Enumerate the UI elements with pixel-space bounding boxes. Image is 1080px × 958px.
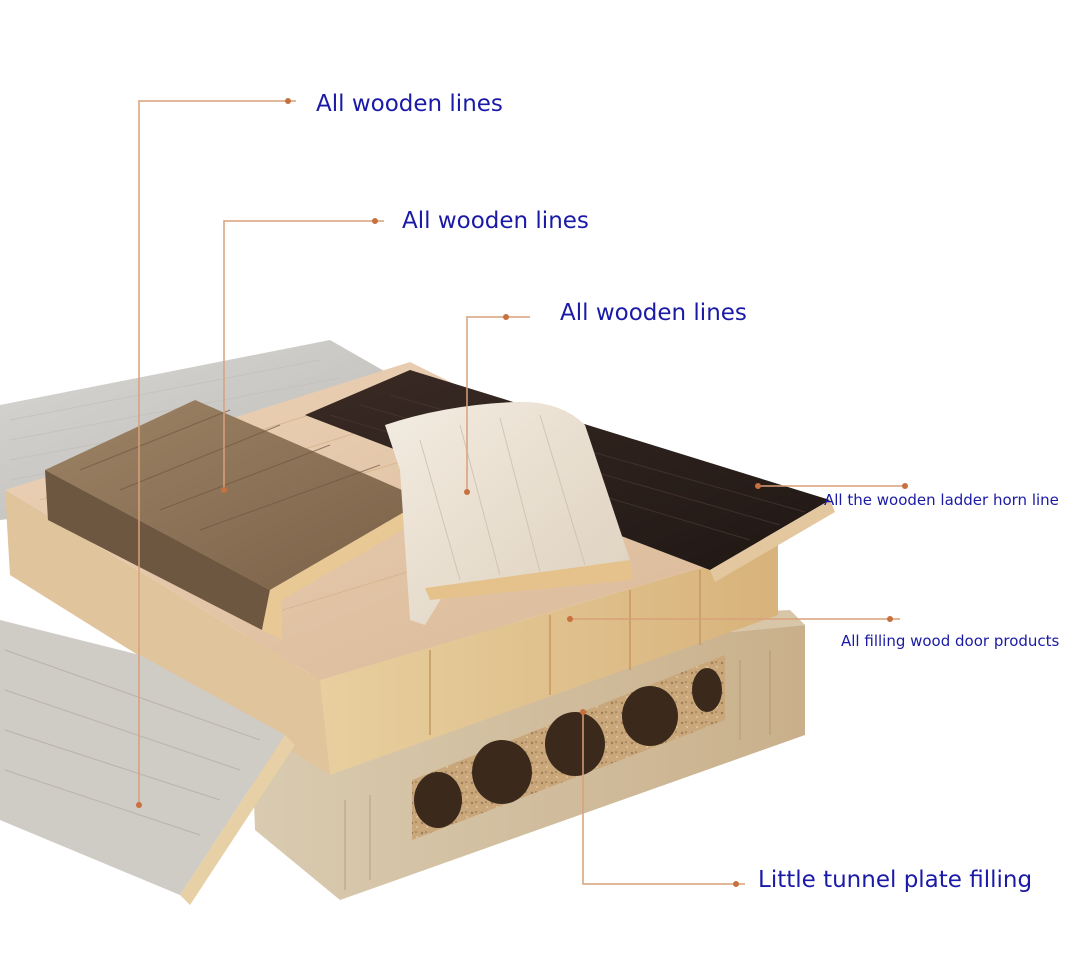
- grey-front-moulding: [0, 620, 285, 895]
- leader-dot-3b: [503, 314, 509, 320]
- callout-label-wooden-lines-1: All wooden lines: [316, 91, 503, 117]
- leader-dot-1a: [136, 802, 142, 808]
- leader-dot-5b: [887, 616, 893, 622]
- leader-dot-6b: [733, 881, 739, 887]
- leader-line-2: [223, 220, 384, 490]
- leader-dot-1b: [285, 98, 291, 104]
- grey-moulding-grain: [4, 649, 261, 836]
- cream-moulding-end: [425, 560, 632, 600]
- main-board-blocks: [429, 570, 701, 735]
- tunnel-holes: [414, 668, 722, 828]
- brown-line-front: [45, 470, 270, 630]
- cream-grain: [419, 414, 586, 581]
- leader-dot-4a: [755, 483, 761, 489]
- leader-dot-5a: [567, 616, 573, 622]
- callout-label-tunnel-plate: Little tunnel plate filling: [758, 867, 1033, 893]
- leader-dot-2b: [372, 218, 378, 224]
- leader-dot-3a: [464, 489, 470, 495]
- lower-grain: [344, 650, 771, 890]
- leader-line-6: [582, 712, 745, 885]
- brown-line-lip: [262, 500, 428, 640]
- leader-dot-2a: [221, 487, 227, 493]
- leader-dot-6a: [580, 709, 586, 715]
- leader-dot-4b: [902, 483, 908, 489]
- brown-line-top: [45, 400, 425, 590]
- dark-line-edge: [710, 500, 835, 582]
- callout-label-wooden-lines-3: All wooden lines: [560, 300, 747, 326]
- main-board-front: [5, 490, 330, 775]
- leader-lines: [136, 98, 908, 887]
- leader-line-1: [138, 100, 296, 805]
- callout-label-wooden-lines-2: All wooden lines: [402, 208, 589, 234]
- grey-moulding-edge: [180, 735, 295, 905]
- callout-label-ladder-horn-line: All the wooden ladder horn line: [824, 491, 1059, 509]
- callout-label-filling-wood-door: All filling wood door products: [841, 632, 1060, 650]
- brown-line-grain: [79, 409, 381, 531]
